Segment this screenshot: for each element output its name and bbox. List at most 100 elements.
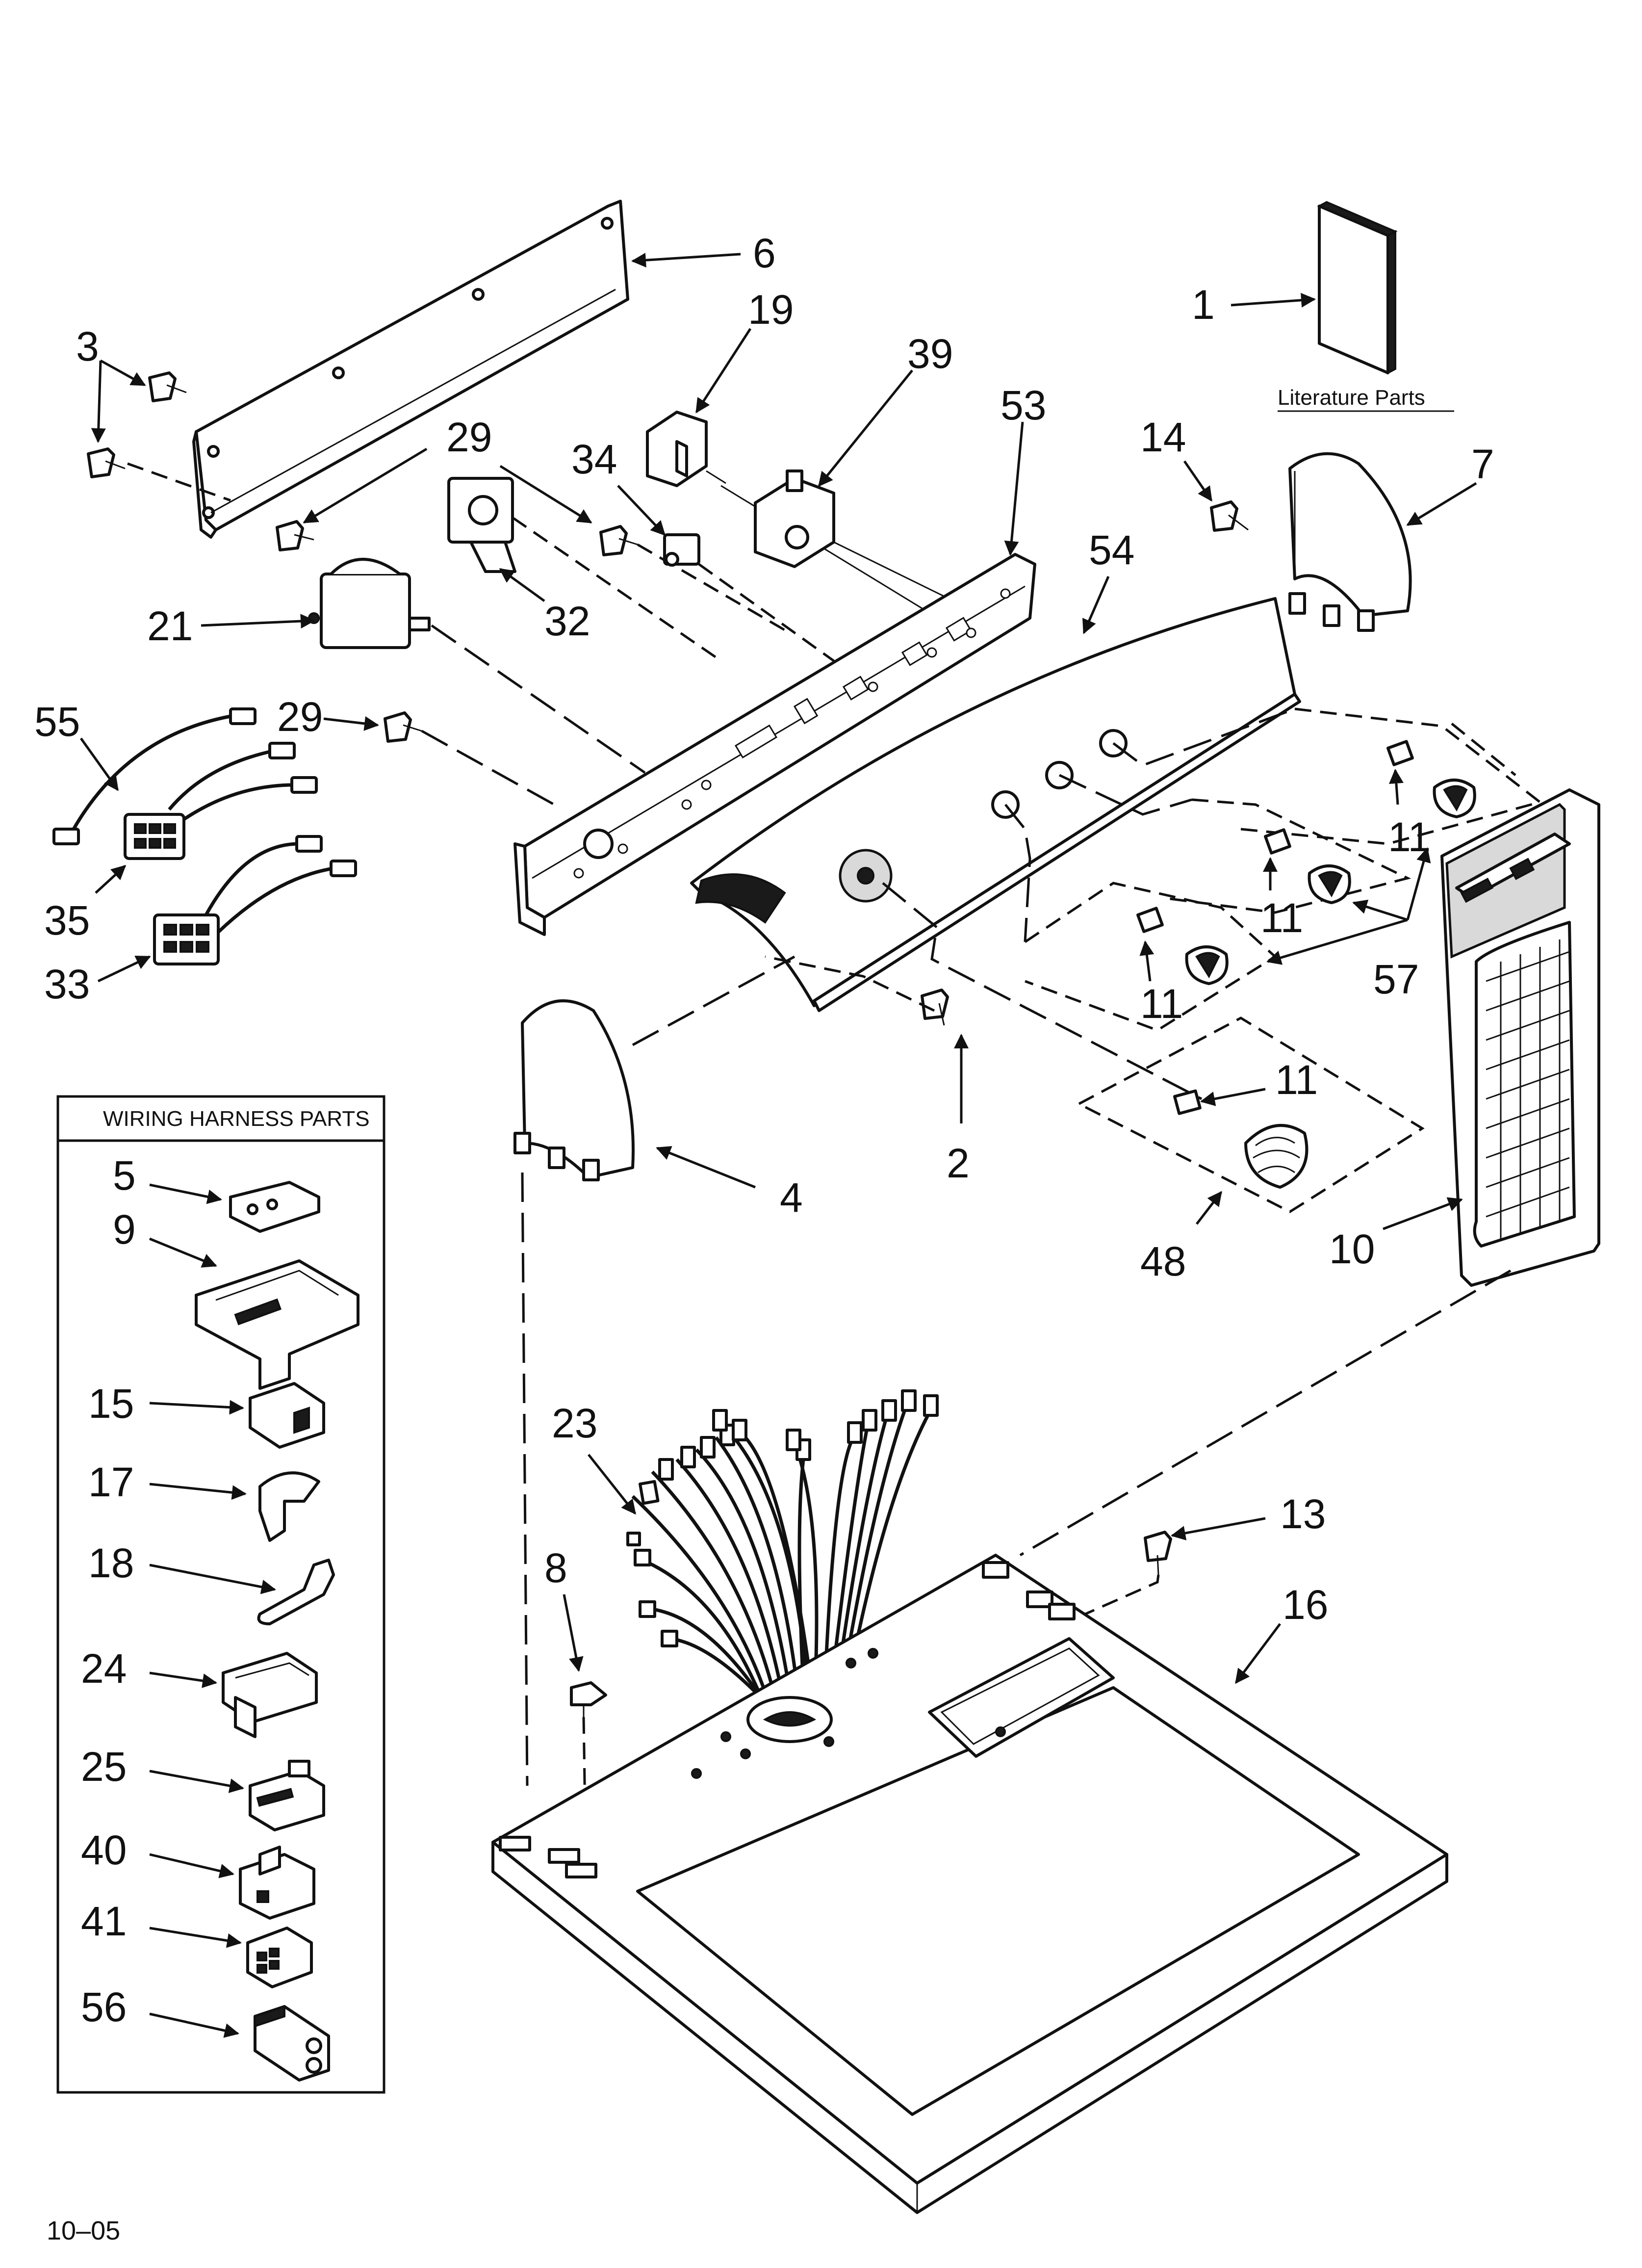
leader-53 [1004, 421, 1024, 556]
leader-57c [1406, 847, 1431, 920]
leader-8 [563, 1594, 584, 1672]
callout-21: 21 [147, 603, 193, 649]
literature-parts-label: Literature Parts [1278, 386, 1425, 410]
harness-item-41: 41 [81, 1898, 313, 1988]
wiring-harness-parts-box: WIRING HARNESS PARTS 5 9 15 17 18 [56, 1095, 385, 2094]
callout-39: 39 [907, 331, 953, 377]
callout-7: 7 [1471, 441, 1494, 487]
screw-2-icon [921, 989, 949, 1026]
leader-29a-left [303, 447, 428, 524]
dash-29c [421, 730, 555, 806]
svg-text:5: 5 [113, 1152, 136, 1199]
top-panel-16 [491, 1554, 1448, 2214]
leader-14 [1183, 460, 1213, 502]
dash-32 [512, 516, 717, 659]
leader-13 [1171, 1517, 1266, 1540]
harness-item-9: 9 [113, 1206, 359, 1390]
screw-13-icon [1144, 1531, 1172, 1575]
leader-21 [201, 614, 315, 629]
leader-32 [499, 568, 545, 602]
harness-item-15: 15 [88, 1381, 325, 1449]
callout-29b: 29 [277, 694, 323, 740]
bracket-34-icon [663, 533, 700, 567]
callout-4: 4 [780, 1174, 803, 1221]
leader-11c [1139, 940, 1155, 982]
svg-text:18: 18 [88, 1540, 134, 1586]
callout-23: 23 [552, 1400, 597, 1446]
dash-29b [637, 543, 791, 634]
leader-6 [631, 253, 741, 268]
literature-parts-icon [1317, 201, 1398, 375]
screw-3b-icon [87, 447, 126, 478]
switch-19-icon [646, 411, 726, 487]
svg-text:15: 15 [88, 1381, 134, 1427]
callout-11d: 11 [1275, 1057, 1318, 1103]
callout-6: 6 [753, 230, 776, 276]
dash-21 [431, 624, 646, 774]
svg-text:56: 56 [81, 1984, 127, 2030]
harness-box-title: WIRING HARNESS PARTS [103, 1107, 370, 1131]
svg-text:17: 17 [88, 1459, 134, 1505]
leader-23 [588, 1454, 636, 1515]
clip-8-icon [570, 1681, 607, 1717]
svg-text:41: 41 [81, 1898, 127, 1944]
screw-29b-icon [599, 525, 638, 556]
leader-39 [818, 369, 913, 487]
harness-item-56: 56 [81, 1984, 330, 2082]
leader-10 [1383, 1197, 1463, 1230]
wire-harness-23 [626, 1389, 939, 1709]
footer-code: 10–05 [47, 2216, 120, 2245]
end-cap-7 [1288, 452, 1412, 632]
callout-14: 14 [1140, 414, 1186, 460]
leader-4 [656, 1146, 756, 1189]
leader-54 [1082, 576, 1110, 634]
leader-16 [1235, 1623, 1281, 1684]
svg-text:25: 25 [81, 1744, 127, 1790]
dash-4 [632, 955, 795, 1046]
connector-35-icon [124, 813, 185, 860]
callout-13: 13 [1280, 1491, 1326, 1537]
callout-54: 54 [1089, 527, 1134, 573]
leader-3b [91, 360, 106, 443]
svg-text:40: 40 [81, 1827, 127, 1873]
leader-35 [95, 864, 127, 894]
screw-3a-icon [148, 371, 187, 402]
leader-7 [1406, 482, 1477, 526]
callout-57: 57 [1373, 956, 1419, 1002]
callout-48: 48 [1140, 1238, 1186, 1284]
end-cap-4 [513, 999, 635, 1181]
leader-34 [617, 485, 666, 536]
harness-item-25: 25 [81, 1744, 325, 1831]
harness-55-icon [52, 707, 318, 845]
leader-48 [1196, 1191, 1222, 1225]
callout-53: 53 [1001, 382, 1046, 428]
callout-3: 3 [76, 323, 99, 369]
callout-8: 8 [544, 1545, 567, 1591]
dash-3 [127, 462, 231, 502]
harness-33-icon [153, 835, 357, 965]
screw-29c-icon [384, 711, 422, 743]
leader-29a-right [499, 465, 592, 524]
timer-switch-21-icon [308, 558, 431, 649]
leader-1 [1231, 292, 1316, 308]
callout-2: 2 [947, 1140, 970, 1186]
dash-2 [765, 955, 935, 1012]
callout-34: 34 [571, 436, 617, 482]
callout-33: 33 [44, 961, 90, 1007]
knob-group-lower [1024, 882, 1278, 1032]
harness-item-18: 18 [88, 1540, 335, 1625]
leader-57b [1352, 899, 1408, 921]
lint-screen-10 [1440, 788, 1600, 1287]
harness-item-5: 5 [113, 1152, 320, 1233]
dash-console-knob48 [882, 882, 1203, 1100]
leader-55 [79, 737, 119, 791]
callout-29a: 29 [446, 414, 492, 460]
callout-11a: 11 [1388, 814, 1431, 860]
console-54 [690, 597, 1301, 1012]
harness-item-17: 17 [88, 1459, 320, 1542]
leader-11a [1388, 769, 1404, 805]
leader-57a [1266, 918, 1408, 965]
dash-console-knob2 [1058, 774, 1192, 816]
svg-text:9: 9 [113, 1206, 136, 1252]
